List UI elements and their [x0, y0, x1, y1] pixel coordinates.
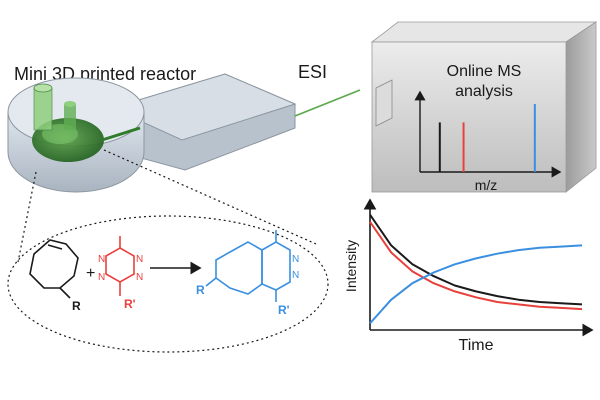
trans-cyclooctene [29, 239, 79, 299]
kinetics-xlabel: Time [459, 337, 494, 354]
product-n1: N [292, 254, 299, 265]
product-substituent-right: R' [278, 303, 290, 317]
kinetics-ylabel: Intensity [343, 240, 359, 292]
kinetic-curve-2 [369, 221, 583, 311]
product-n2: N [292, 270, 299, 281]
plus-sign: + [86, 265, 95, 282]
tetrazine-n3: N [98, 272, 105, 283]
product-pyridazine [205, 230, 291, 302]
zoom-line-right [103, 149, 317, 245]
zoom-line-left [17, 171, 37, 263]
kinetic-curve-1 [369, 214, 583, 306]
ms-title-line1: Online MS [447, 63, 522, 80]
inlet-tube [33, 87, 53, 131]
esi-label: ESI [298, 62, 327, 82]
ms-instrument [370, 21, 598, 193]
tetrazine-n1: N [98, 254, 105, 265]
reactant1-substituent: R [72, 299, 81, 313]
reaction-zoom-ellipse [7, 215, 329, 353]
printed-reactor [7, 73, 297, 193]
tetrazine-n2: N [136, 254, 143, 265]
esi-emitter [294, 89, 361, 117]
product-substituent-left: R [196, 283, 205, 297]
kinetics-chart [363, 198, 594, 337]
ms-xlabel: m/z [475, 177, 498, 193]
ms-title-line2: analysis [455, 83, 513, 100]
tetrazine-n4: N [136, 272, 143, 283]
reactant2-substituent: R' [124, 297, 136, 311]
ms-spectrum [414, 90, 562, 178]
kinetic-curve-3 [369, 244, 583, 324]
tetrazine [105, 236, 135, 296]
